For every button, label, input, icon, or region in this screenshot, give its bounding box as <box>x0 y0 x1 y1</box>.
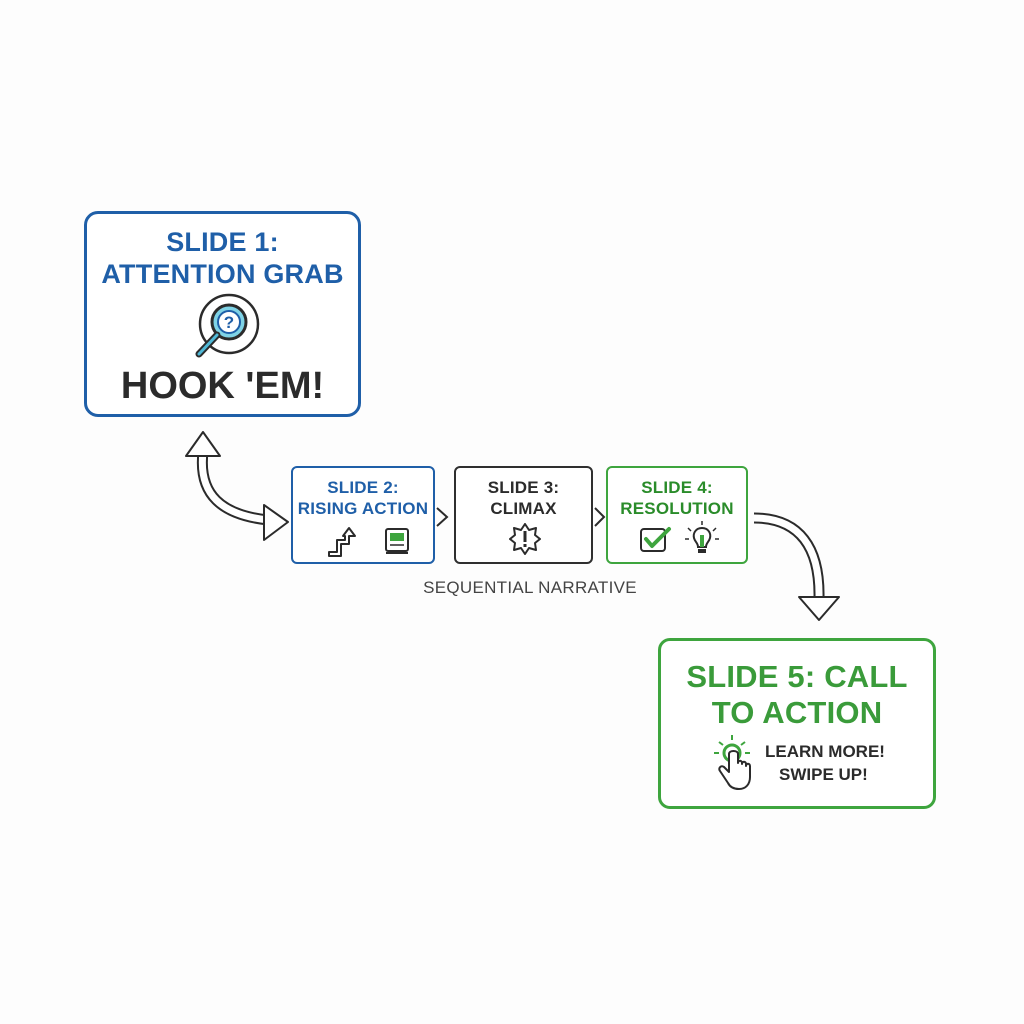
chevron-slide3-slide4 <box>594 507 606 527</box>
slide-2-title-line2: RISING ACTION <box>297 499 429 518</box>
book-icon <box>385 528 409 554</box>
slide-1-box: SLIDE 1: ATTENTION GRAB ? HOOK 'EM! <box>84 211 361 417</box>
slide-5-cta: LEARN MORE! SWIPE UP! <box>765 740 885 786</box>
slide-3-title: SLIDE 3: CLIMAX <box>456 477 591 519</box>
checkbox-icon <box>640 527 671 552</box>
slide-5-cta-line2: SWIPE UP! <box>779 765 868 784</box>
slide-5-title-line2: TO ACTION <box>711 695 883 730</box>
magnifier-question-icon: ? <box>195 293 260 358</box>
lightbulb-icon <box>685 521 719 553</box>
slide-5-title-line1: SLIDE 5: CALL <box>686 659 908 694</box>
slide-5-cta-line1: LEARN MORE! <box>765 742 885 761</box>
slide-4-title-line1: SLIDE 4: <box>641 478 713 497</box>
slide-3-title-line1: SLIDE 3: <box>487 478 560 497</box>
exclamation-burst-icon <box>509 523 541 555</box>
connector-slide1-slide2 <box>185 431 289 541</box>
slide-2-title: SLIDE 2: RISING ACTION <box>293 477 433 519</box>
slide-5-box: SLIDE 5: CALL TO ACTION LEARN MORE! SWIP… <box>658 638 936 809</box>
rising-arrow-icon <box>328 527 356 557</box>
slide-3-title-line2: CLIMAX <box>490 499 557 518</box>
connector-slide4-slide5 <box>753 512 840 621</box>
slide-5-title: SLIDE 5: CALL TO ACTION <box>661 659 933 731</box>
slide-2-box: SLIDE 2: RISING ACTION <box>291 466 435 564</box>
slide-2-title-line1: SLIDE 2: <box>327 478 399 497</box>
slide-4-title: SLIDE 4: RESOLUTION <box>608 477 746 519</box>
slide-4-title-line2: RESOLUTION <box>620 499 734 518</box>
slide-3-box: SLIDE 3: CLIMAX <box>454 466 593 564</box>
tap-hand-icon <box>714 735 751 790</box>
slide-1-title: SLIDE 1: ATTENTION GRAB <box>87 226 358 290</box>
slide-1-tagline: HOOK 'EM! <box>120 365 325 407</box>
slide-4-box: SLIDE 4: RESOLUTION <box>606 466 748 564</box>
slide-1-title-line1: SLIDE 1: <box>166 227 279 257</box>
diagram-caption: SEQUENTIAL NARRATIVE <box>423 578 637 597</box>
svg-text:?: ? <box>224 313 234 332</box>
chevron-slide2-slide3 <box>436 507 449 527</box>
slide-1-title-line2: ATTENTION GRAB <box>101 259 344 289</box>
